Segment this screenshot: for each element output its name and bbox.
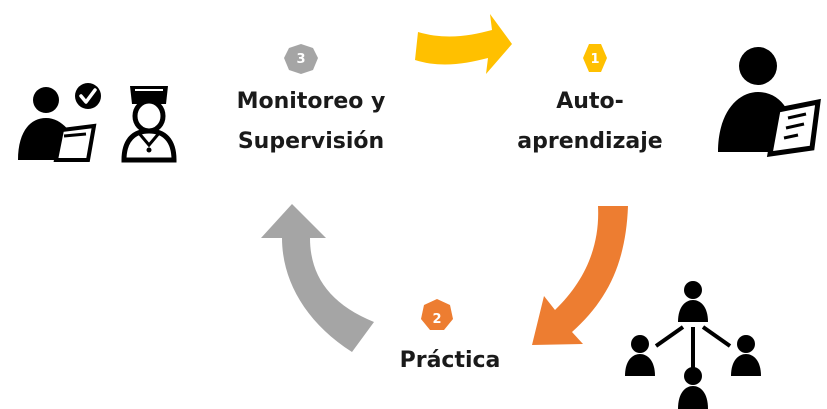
supervisor-checklist-icon <box>18 83 101 162</box>
step-label-line: Auto- <box>556 89 624 114</box>
step-label-selflearning: Auto- aprendizaje <box>505 82 675 162</box>
step-badge-3: 3 <box>284 44 318 74</box>
step-badge-1: 1 <box>583 44 607 72</box>
arrow-practice-to-monitoring <box>261 204 374 352</box>
arrow-selflearning-to-practice <box>532 206 628 345</box>
step-badge-2: 2 <box>421 299 453 330</box>
arrow-monitoring-to-selflearning <box>415 14 512 74</box>
step-label-practice: Práctica <box>399 348 501 373</box>
step-label-line: Monitoreo y <box>236 89 386 114</box>
network-people-icon <box>625 281 761 409</box>
step-label-monitoring: Monitoreo y Supervisión <box>206 82 416 162</box>
nurse-icon <box>121 86 177 163</box>
step-badge-number: 1 <box>590 52 599 67</box>
step-label-line: Supervisión <box>237 129 385 154</box>
step-label-line: aprendizaje <box>517 129 663 154</box>
step-badge-number: 2 <box>432 312 441 327</box>
step-badge-number: 3 <box>296 52 305 67</box>
person-reading-icon <box>718 47 821 157</box>
